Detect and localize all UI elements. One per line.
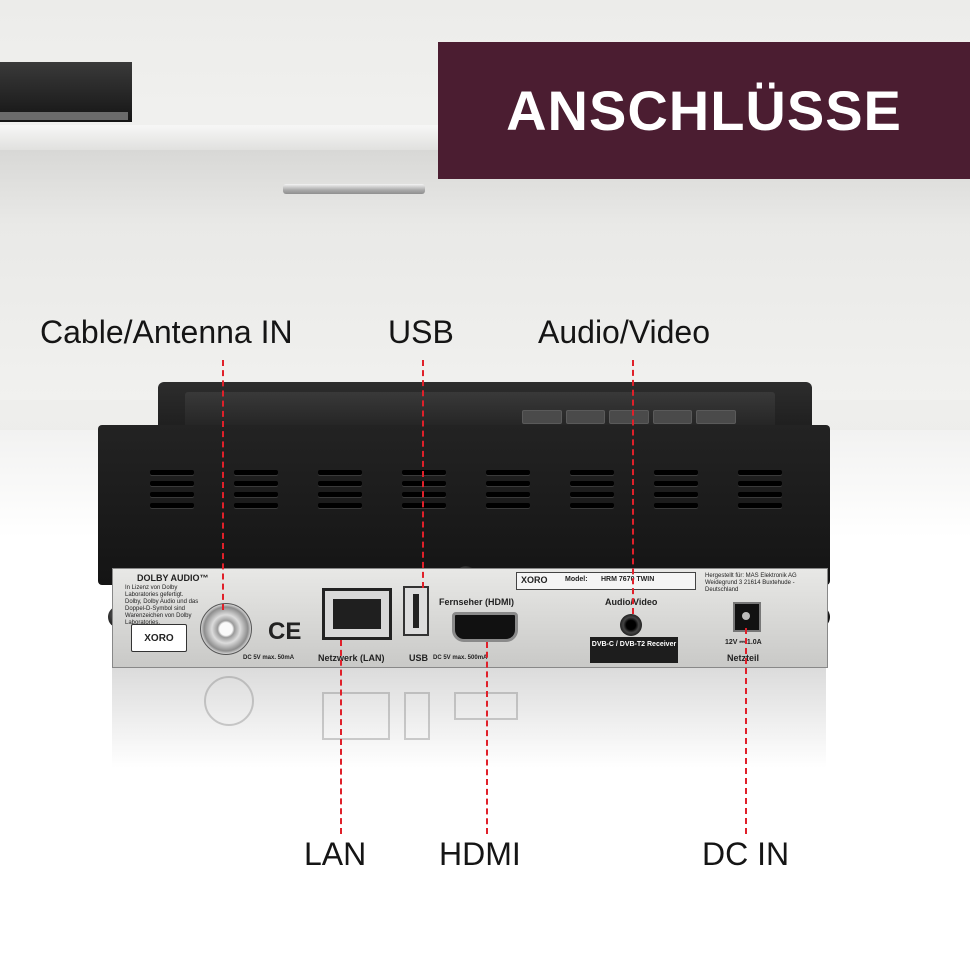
reflection-lan xyxy=(322,692,390,740)
model-name: HRM 7670 TWIN xyxy=(601,576,655,583)
vent-group xyxy=(150,470,194,514)
model-plate: XORO Model: HRM 7670 TWIN xyxy=(516,572,696,590)
guide-line-dc xyxy=(745,628,747,834)
guide-line-hdmi xyxy=(486,642,488,834)
receiver-button xyxy=(696,410,736,424)
label-usb: USB xyxy=(388,314,454,350)
model-label: Model: xyxy=(565,576,588,583)
receiver-vents xyxy=(150,470,810,530)
receiver-buttons xyxy=(522,410,736,424)
vent-group xyxy=(738,470,782,514)
vent-group xyxy=(234,470,278,514)
dolby-title: DOLBY AUDIO™ xyxy=(137,573,209,583)
av-port xyxy=(620,614,642,636)
receiver-button xyxy=(522,410,562,424)
antenna-port xyxy=(200,603,252,655)
label-dc-in: DC IN xyxy=(702,836,790,872)
av-port-label: Audio/Video xyxy=(605,597,658,607)
guide-line-usb xyxy=(422,360,424,588)
usb-port xyxy=(403,586,429,636)
power-spec: 12V ⎓ 1.0A xyxy=(725,639,762,646)
dvb-badge: DVB-C / DVB-T2 Receiver xyxy=(590,637,678,663)
guide-line-lan xyxy=(340,640,342,834)
vent-group xyxy=(654,470,698,514)
background-device-edge xyxy=(0,112,128,120)
label-cable-antenna: Cable/Antenna IN xyxy=(40,314,293,350)
xoro-logo: XORO xyxy=(131,624,187,652)
label-audio-video: Audio/Video xyxy=(538,314,710,350)
power-label: Netzteil xyxy=(727,653,760,663)
model-brand: XORO xyxy=(521,575,548,585)
usb-port-label: USB xyxy=(409,653,429,663)
dolby-text: In Lizenz von Dolby Laboratories geferti… xyxy=(125,585,199,626)
hdmi-port-label: Fernseher (HDMI) xyxy=(439,597,515,607)
antenna-spec: DC 5V max. 50mA xyxy=(243,655,295,661)
receiver-button xyxy=(609,410,649,424)
cabinet-handle xyxy=(283,184,425,194)
guide-line-antenna xyxy=(222,360,224,610)
reflection-antenna xyxy=(204,676,254,726)
hdmi-port xyxy=(452,612,518,642)
vent-group xyxy=(570,470,614,514)
usb-spec: DC 5V max. 500mA xyxy=(433,655,488,661)
lan-port xyxy=(322,588,392,640)
cabinet xyxy=(0,150,970,400)
receiver-reflection xyxy=(112,668,826,768)
receiver-button xyxy=(652,410,693,424)
guide-line-av xyxy=(632,360,634,614)
receiver-body xyxy=(98,425,830,585)
ce-mark: CE xyxy=(268,618,302,645)
vent-group xyxy=(402,470,446,514)
reflection-usb xyxy=(404,692,430,740)
title-banner: ANSCHLÜSSE xyxy=(438,42,970,179)
receiver-button xyxy=(565,410,606,424)
banner-title: ANSCHLÜSSE xyxy=(506,79,902,142)
manufacturer-text: Hergestellt für: MAS Elektronik AG Weide… xyxy=(705,573,797,593)
vent-group xyxy=(486,470,530,514)
lan-port-label: Netzwerk (LAN) xyxy=(318,653,385,663)
dc-port xyxy=(733,602,761,632)
label-lan: LAN xyxy=(304,836,367,872)
label-hdmi: HDMI xyxy=(439,836,521,872)
vent-group xyxy=(318,470,362,514)
